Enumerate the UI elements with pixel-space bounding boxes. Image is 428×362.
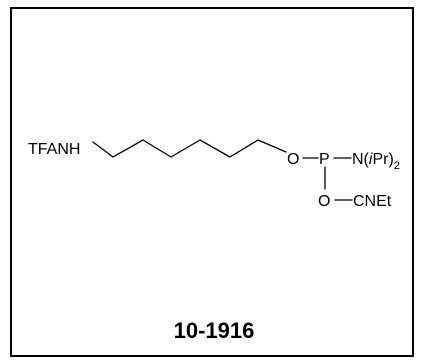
hexyl-chain-bond [92,139,287,158]
amino-subscript: 2 [394,160,400,172]
ether-oxygen-label: O [287,151,299,168]
amino-italic: i [369,151,373,168]
compound-id: 10-1916 [173,318,255,343]
cyanoethyl-oxygen-label: O [318,193,330,210]
amino-prefix: N( [352,151,370,168]
amino-suffix: Pr) [372,151,393,168]
tfanh-label: TFANH [28,141,80,158]
diisopropylamino-label: N(iPr)2 [352,151,400,172]
figure-frame [10,7,414,357]
phosphorus-label: P [319,151,330,168]
cyanoethyl-label: CNEt [353,193,392,210]
